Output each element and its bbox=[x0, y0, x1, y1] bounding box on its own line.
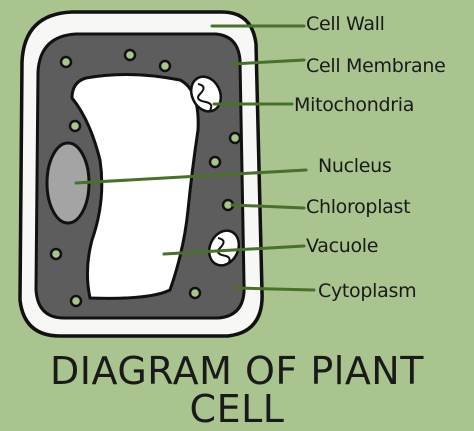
chloroplast bbox=[123, 48, 137, 62]
label-cell-membrane: Cell Membrane bbox=[306, 55, 446, 77]
chloroplast bbox=[59, 55, 73, 69]
chloroplast bbox=[208, 155, 222, 169]
chloroplast bbox=[188, 286, 202, 300]
label-cell-wall: Cell Wall bbox=[306, 13, 385, 35]
leader-line-cell-membrane bbox=[230, 58, 306, 66]
plant-cell-drawing bbox=[18, 10, 316, 338]
chloroplast bbox=[228, 131, 242, 145]
label-mitochondria: Mitochondria bbox=[294, 94, 415, 116]
leader-line-nucleus bbox=[74, 168, 308, 185]
label-chloroplast: Chloroplast bbox=[306, 196, 411, 218]
chloroplasts bbox=[49, 48, 242, 308]
leader-line-cytoplasm bbox=[234, 286, 316, 292]
leader-line-vacuole bbox=[162, 244, 306, 256]
label-vacuole: Vacuole bbox=[306, 235, 379, 257]
chloroplast bbox=[69, 294, 83, 308]
chloroplast bbox=[49, 247, 63, 261]
chloroplast bbox=[158, 59, 172, 73]
leader-lines bbox=[74, 24, 316, 292]
chloroplast bbox=[68, 119, 82, 133]
diagram-title: DIAGRAM OF PlANT CELL bbox=[50, 349, 424, 431]
diagram-canvas: Cell Wall Cell Membrane Mitochondria Nuc… bbox=[18, 10, 446, 428]
label-nucleus: Nucleus bbox=[318, 155, 392, 177]
mitochondrion-lower bbox=[207, 229, 241, 267]
leader-line-chloroplast bbox=[230, 203, 306, 210]
label-cytoplasm: Cytoplasm bbox=[318, 280, 417, 302]
